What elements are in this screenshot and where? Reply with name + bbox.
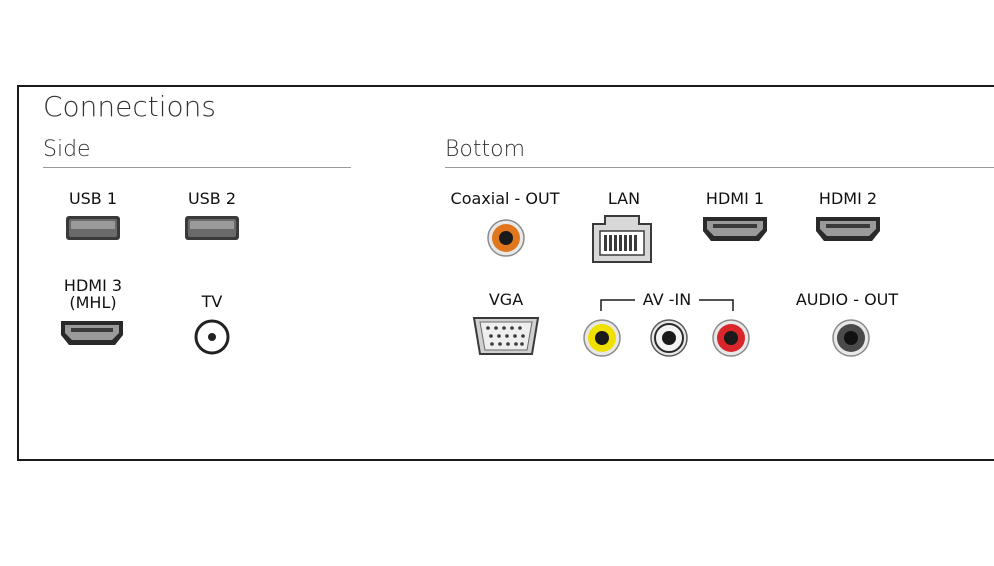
hdmi3-sublabel: (MHL): [69, 293, 117, 312]
hdmi2-label: HDMI 2: [818, 189, 878, 208]
usb1-port-icon: [66, 216, 120, 240]
audio-out-label: AUDIO - OUT: [795, 290, 899, 309]
hdmi1-label: HDMI 1: [705, 189, 765, 208]
usb2-port-icon: [185, 216, 239, 240]
av-in-audio-right-red-port-icon: [712, 319, 750, 357]
hdmi3-port-icon: [61, 321, 123, 345]
section-title-bottom: Bottom: [445, 137, 526, 162]
audio-out-port-icon: [832, 319, 870, 357]
tv-antenna-port-icon: [194, 319, 230, 355]
usb2-label: USB 2: [187, 189, 237, 208]
av-in-label: AV -IN: [642, 290, 692, 309]
tv-label: TV: [201, 292, 223, 311]
page-title: Connections: [43, 90, 217, 123]
section-title-side: Side: [43, 137, 91, 162]
av-in-video-yellow-port-icon: [583, 319, 621, 357]
hdmi3-label: HDMI 3: [63, 276, 123, 295]
coaxial-out-port-icon: [487, 219, 525, 257]
side-divider: [43, 167, 351, 168]
lan-port-icon: [592, 215, 652, 263]
bottom-divider: [445, 167, 994, 168]
lan-label: LAN: [607, 189, 641, 208]
hdmi2-port-icon: [816, 217, 880, 241]
connections-panel: Connections Side Bottom USB 1 USB 2 HDMI…: [17, 85, 994, 461]
hdmi1-port-icon: [703, 217, 767, 241]
usb1-label: USB 1: [68, 189, 118, 208]
av-in-audio-left-white-port-icon: [650, 319, 688, 357]
av-in-bracket: [600, 299, 734, 311]
coaxial-out-label: Coaxial - OUT: [450, 189, 560, 208]
vga-label: VGA: [488, 290, 524, 309]
vga-port-icon: [472, 317, 540, 355]
